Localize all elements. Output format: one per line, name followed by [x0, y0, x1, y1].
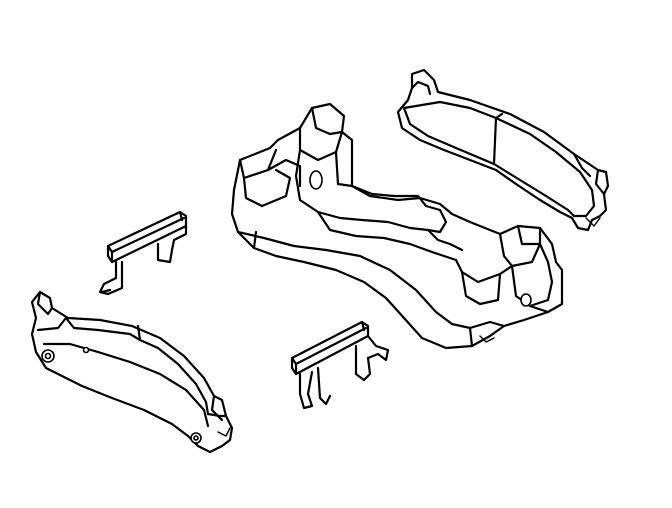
brake-pad-upper-right — [396, 68, 610, 232]
anti-rattle-clip-upper — [98, 210, 188, 296]
brake-pad-lower-left — [30, 290, 234, 454]
anti-rattle-clip-lower — [290, 320, 390, 410]
brake-caliper-bracket — [230, 102, 564, 350]
